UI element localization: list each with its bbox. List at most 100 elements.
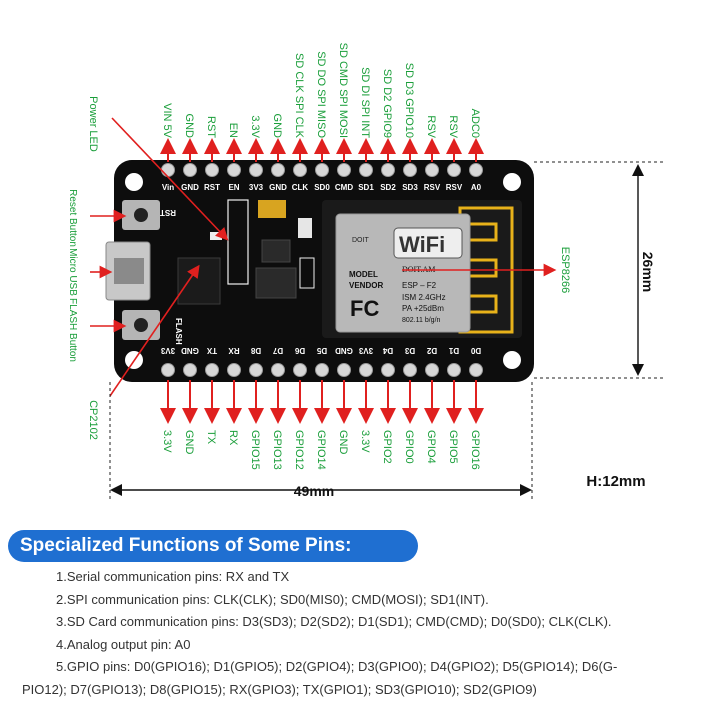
top-silk-label: RSV	[424, 183, 441, 192]
top-silk-label: SD0	[314, 183, 330, 192]
flash-silk: FLASH	[174, 318, 183, 345]
height-dimension: 26mm	[640, 252, 656, 292]
bottom-pin	[183, 363, 197, 377]
svg-text:802.11 b/g/n: 802.11 b/g/n	[402, 317, 441, 324]
bottom-silk-label: D5	[316, 346, 327, 355]
bottom-silk-label: GND	[181, 346, 199, 355]
top-silk-label: CLK	[292, 183, 309, 192]
bottom-pin-label: 3.3V	[359, 430, 371, 453]
fc-mark: FC	[350, 296, 379, 321]
bottom-pin	[469, 363, 483, 377]
top-pin	[205, 163, 219, 177]
wifi-logo: WiFi	[399, 232, 445, 257]
top-pin	[469, 163, 483, 177]
mount-hole	[125, 173, 143, 191]
bottom-silk-label: D1	[448, 346, 459, 355]
bottom-silk-label: D4	[382, 346, 393, 355]
svg-text:MODEL: MODEL	[349, 270, 378, 279]
mount-hole	[503, 173, 521, 191]
bottom-silk-label: D8	[250, 346, 261, 355]
bottom-silk-label: D2	[426, 346, 437, 355]
power-led	[210, 232, 222, 240]
pin-function-notes: 1.Serial communication pins: RX and TX 2…	[22, 566, 712, 702]
top-silk-label: SD3	[402, 183, 418, 192]
bottom-silk-label: D3	[404, 346, 415, 355]
bottom-pin-label: GPIO2	[381, 430, 393, 464]
top-pin	[293, 163, 307, 177]
bottom-pin	[293, 363, 307, 377]
flash-button-label: FLASH Button	[67, 298, 78, 362]
top-pin	[425, 163, 439, 177]
bottom-pin-label: GPIO4	[425, 430, 437, 464]
svg-text:VENDOR: VENDOR	[349, 281, 383, 290]
top-pin-label: GND	[183, 114, 195, 139]
bottom-pin-label: GPIO5	[447, 430, 459, 464]
top-pin-label: SD D2 GPIO9	[381, 69, 393, 138]
top-pin-label: SD CLK SPI CLK	[293, 53, 305, 139]
top-pin	[315, 163, 329, 177]
bottom-pin-label: GPIO15	[249, 430, 261, 470]
top-silk-label: GND	[269, 183, 287, 192]
top-pin	[249, 163, 263, 177]
bottom-pin	[161, 363, 175, 377]
note-gpio: 5.GPIO pins: D0(GPIO16); D1(GPIO5); D2(G…	[56, 659, 618, 675]
top-pin	[183, 163, 197, 177]
module-brand: DOIT	[352, 237, 369, 244]
voltage-regulator	[255, 267, 297, 299]
top-silk-label: RST	[204, 183, 220, 192]
top-silk-label: EN	[228, 183, 239, 192]
top-pin-label: SD CMD SPI MOSI	[337, 43, 349, 138]
note-gpio-cont: PIO12); D7(GPIO13); D8(GPIO15); RX(GPIO3…	[22, 681, 537, 697]
note-spi: 2.SPI communication pins: CLK(CLK); SD0(…	[56, 591, 489, 607]
svg-text:ESP – F2: ESP – F2	[402, 281, 437, 290]
bottom-pin	[249, 363, 263, 377]
pinout-diagram: RST FLASH DOIT WiFi MODEL DOIT.AM VENDOR…	[67, 43, 664, 500]
note-analog: 4.Analog output pin: A0	[56, 636, 191, 652]
width-dimension: 49mm	[294, 483, 334, 499]
bottom-silk-label: TX	[206, 346, 217, 355]
top-pin-label: RSV	[425, 115, 437, 138]
top-pin-label: SD DO SPI MISO	[315, 51, 327, 138]
mount-hole	[503, 351, 521, 369]
bottom-silk-label: 3V3	[358, 346, 373, 355]
rst-silk: RST	[160, 208, 176, 217]
bottom-silk-label: RX	[228, 346, 240, 355]
bottom-pin	[205, 363, 219, 377]
top-pin	[403, 163, 417, 177]
top-pin-label: ADC0	[469, 109, 481, 138]
top-silk-label: RSV	[446, 183, 463, 192]
top-pin	[447, 163, 461, 177]
top-silk-label: SD2	[380, 183, 396, 192]
note-sd-card: 3.SD Card communication pins: D3(SD3); D…	[56, 614, 612, 630]
svg-text:PA +25dBm: PA +25dBm	[402, 304, 444, 313]
bottom-pin-label: GPIO12	[293, 430, 305, 470]
bottom-pin	[359, 363, 373, 377]
bottom-pin-label: GPIO0	[403, 430, 415, 464]
bottom-pin-label: GPIO13	[271, 430, 283, 470]
bottom-pin-label: TX	[205, 430, 217, 445]
top-silk-label: SD1	[358, 183, 374, 192]
bottom-pin-label: GND	[183, 430, 195, 455]
bottom-pin	[271, 363, 285, 377]
top-silk-label: A0	[471, 183, 482, 192]
bottom-pin	[337, 363, 351, 377]
esp8266-label: ESP8266	[559, 247, 571, 293]
bottom-pin-label: GPIO16	[469, 430, 481, 470]
top-pin	[359, 163, 373, 177]
bottom-pin	[227, 363, 241, 377]
bottom-silk-label: D6	[294, 346, 305, 355]
capacitor	[258, 200, 286, 218]
micro-usb-label: Micro USB	[67, 248, 78, 296]
top-silk-label: CMD	[335, 183, 353, 192]
cp2102-chip	[177, 257, 221, 305]
top-pin-label: RST	[205, 116, 217, 138]
top-silk-label: Vin	[162, 183, 174, 192]
note-serial: 1.Serial communication pins: RX and TX	[56, 569, 290, 584]
bottom-silk-label: D0	[470, 346, 481, 355]
bottom-silk-label: D7	[272, 346, 283, 355]
top-pin	[381, 163, 395, 177]
bottom-pin	[425, 363, 439, 377]
reset-button-label: Reset Button	[67, 189, 78, 247]
bottom-pin-label: 3.3V	[161, 430, 173, 453]
power-led-label: Power LED	[87, 96, 99, 152]
